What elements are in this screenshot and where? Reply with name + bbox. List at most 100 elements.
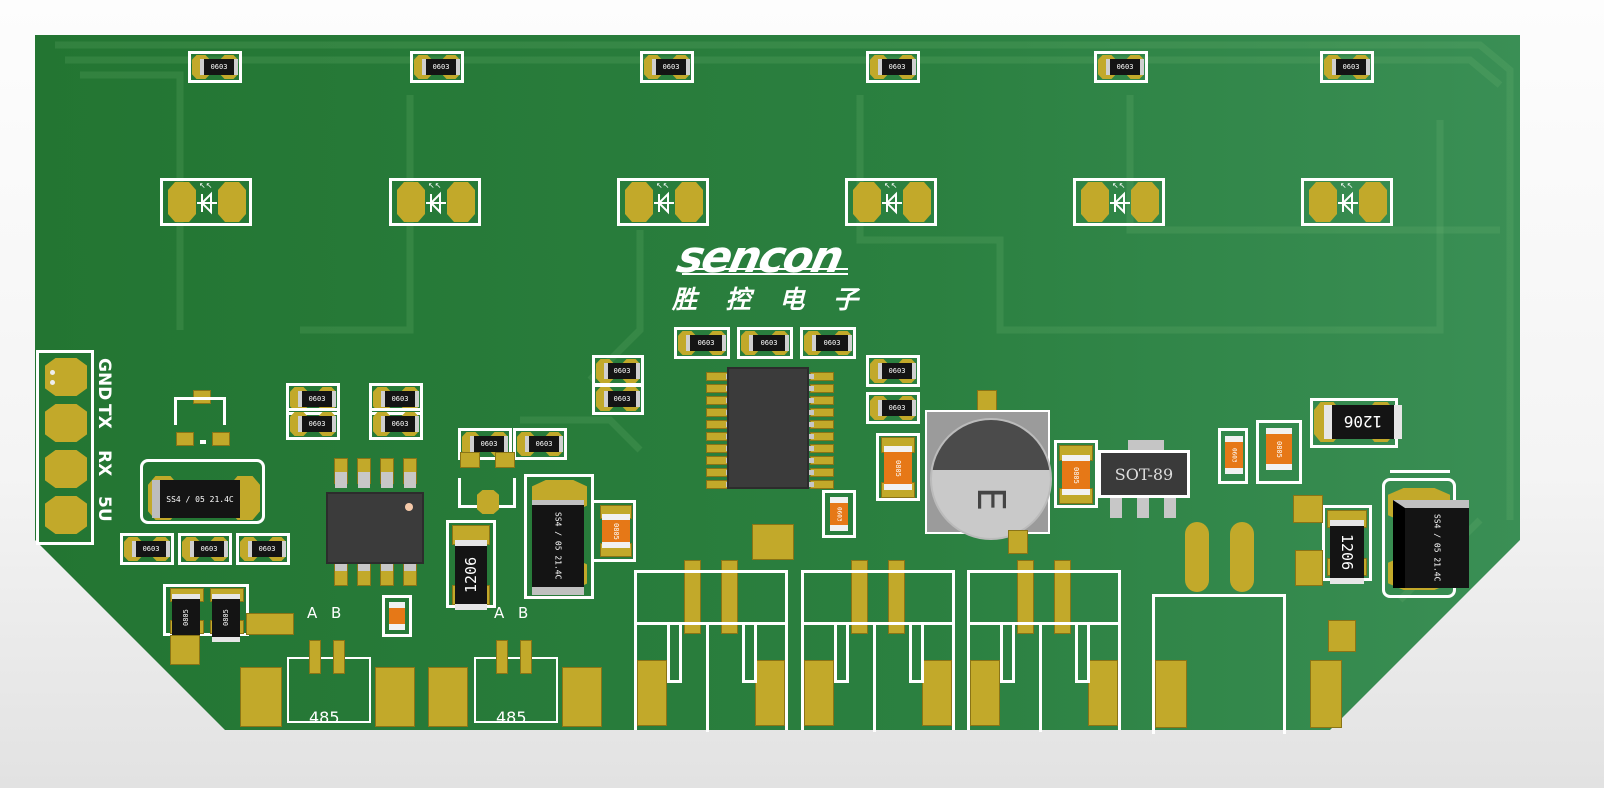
resistor-outline	[1320, 51, 1374, 83]
pad	[246, 613, 294, 635]
resistor-outline	[188, 51, 242, 83]
terminal-outline	[801, 570, 955, 730]
oval-pad	[1230, 522, 1254, 592]
terminal-comb	[706, 622, 709, 732]
connector-outline	[287, 657, 371, 723]
electrolytic-capacitor: E	[930, 418, 1052, 540]
pad	[176, 432, 194, 446]
resistor: 0603	[381, 416, 419, 432]
ic-lead	[806, 446, 814, 451]
pin1-marker	[50, 380, 55, 385]
pad	[477, 490, 499, 514]
resistor: 0603	[132, 541, 170, 557]
led-pad	[1081, 182, 1109, 222]
resistor-outline	[286, 383, 340, 415]
terminal-pin	[721, 560, 738, 634]
pad	[1328, 620, 1356, 652]
led-pad	[853, 182, 881, 222]
ic-lead	[381, 472, 393, 488]
led-symbol-icon: ↖↖	[1338, 180, 1358, 224]
resistor-outline	[178, 533, 232, 565]
pad	[752, 524, 794, 560]
resistor: 0603	[298, 391, 336, 407]
terminal-pad	[804, 660, 834, 726]
pad	[1008, 530, 1028, 554]
schottky-diode: SS4 / 05 21.4C	[532, 500, 584, 595]
led-pad	[1309, 182, 1337, 222]
header-pin-label: RX	[94, 450, 114, 477]
svg-text:↖↖: ↖↖	[656, 181, 669, 190]
connector-pin	[309, 640, 321, 674]
cap-outline	[1256, 420, 1302, 484]
ic-lead	[806, 386, 814, 391]
cap-outline	[382, 595, 412, 637]
resistor: 0603	[878, 400, 916, 416]
resistor: 0603	[1106, 59, 1144, 75]
terminal-comb	[1087, 622, 1090, 682]
terminal-comb	[742, 622, 745, 682]
resistor-outline	[737, 327, 793, 359]
pad	[495, 452, 515, 468]
ic-lead	[404, 472, 416, 488]
terminal-comb	[667, 622, 670, 682]
capacitor: 0805	[884, 446, 912, 490]
oval-pad	[1185, 522, 1209, 592]
header-pin-pad	[45, 358, 87, 396]
terminal-comb	[1000, 680, 1015, 683]
pad	[170, 635, 200, 665]
ic-lead	[806, 458, 814, 463]
led-symbol-icon: ↖↖	[197, 180, 217, 224]
connector-pin	[496, 640, 508, 674]
sot89-lead	[1110, 498, 1122, 518]
terminal-divider	[634, 622, 788, 625]
pad	[1295, 550, 1323, 586]
logo-underline	[678, 268, 848, 270]
pad	[428, 667, 468, 727]
brand-chinese: 胜 控 电 子	[672, 285, 869, 314]
resistor: 0603	[604, 391, 640, 407]
schottky-diode: SS4 / 05 21.4C	[1393, 500, 1469, 588]
led-pad	[625, 182, 653, 222]
ic-lead	[806, 410, 814, 415]
svg-text:↖↖: ↖↖	[428, 181, 441, 190]
terminal-pin	[1017, 560, 1034, 634]
resistor: 0603	[298, 416, 336, 432]
terminal-pin	[851, 560, 868, 634]
resistor: 0603	[1332, 59, 1370, 75]
terminal-outline	[967, 570, 1121, 730]
sot89-lead	[1137, 498, 1149, 518]
ic-lead	[806, 434, 814, 439]
resistor-outline	[286, 408, 340, 440]
resistor: 0603	[812, 335, 852, 351]
svg-text:↖↖: ↖↖	[1340, 181, 1353, 190]
silk-dot	[200, 440, 206, 444]
terminal-comb	[909, 680, 924, 683]
ic-lead	[806, 482, 814, 487]
diode-outline	[140, 459, 265, 524]
ic-lead	[806, 398, 814, 403]
led-symbol-icon: ↖↖	[426, 180, 446, 224]
terminal-pin	[1054, 560, 1071, 634]
led-pad	[1131, 182, 1159, 222]
resistor-outline	[800, 327, 856, 359]
pin-label: A	[307, 604, 318, 622]
transistor-outline	[174, 397, 226, 425]
terminal-pad	[637, 660, 667, 726]
connector-outline	[474, 657, 558, 723]
terminal-comb	[873, 622, 876, 732]
capacitor: 0805	[1062, 455, 1090, 495]
terminal-comb	[1000, 622, 1003, 682]
ic-lead	[358, 472, 370, 488]
capacitor: 0805	[1266, 428, 1292, 470]
cap-outline	[876, 433, 920, 501]
terminal-comb	[1039, 622, 1042, 732]
resistor-outline	[640, 51, 694, 83]
resistor-1206: 1206	[1324, 405, 1402, 439]
capacitor: 0603	[1225, 436, 1243, 474]
resistor-outline	[120, 533, 174, 565]
cap-outline	[1054, 440, 1098, 508]
resistor: 0603	[470, 436, 508, 452]
resistor-outline	[866, 392, 920, 424]
terminal-pin	[684, 560, 701, 634]
header-pin-pad	[45, 496, 87, 534]
